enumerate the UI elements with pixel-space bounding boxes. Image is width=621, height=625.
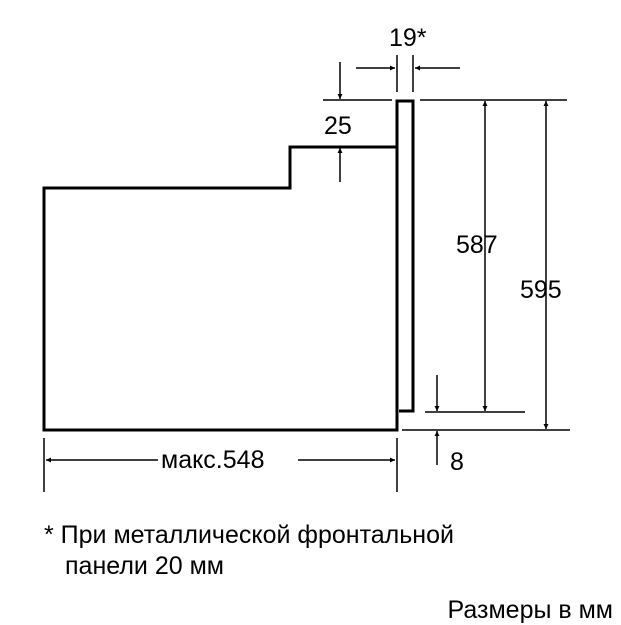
dim-panel-thickness: 19* xyxy=(389,24,427,52)
dim-depth: макс.548 xyxy=(161,446,265,474)
footnote-line-2: панели 20 мм xyxy=(65,552,224,580)
dimension-lines xyxy=(43,55,570,492)
dim-step-height: 25 xyxy=(324,112,352,140)
oven-outline xyxy=(42,99,415,432)
units-note: Размеры в мм xyxy=(447,596,613,624)
dim-total-height: 595 xyxy=(520,276,562,304)
dim-inner-height: 587 xyxy=(456,231,498,259)
dim-bottom-offset: 8 xyxy=(450,448,464,476)
footnote-line-1: * При металлической фронтальной xyxy=(44,521,454,549)
